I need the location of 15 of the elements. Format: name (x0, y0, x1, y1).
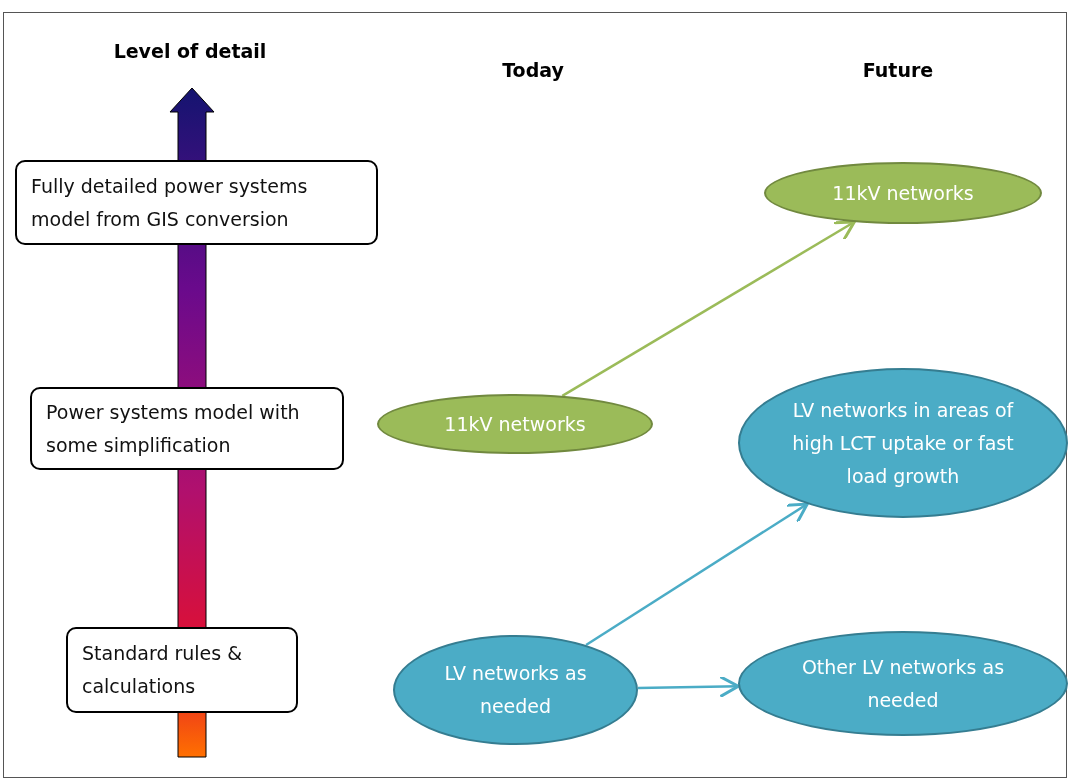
node-text: Power systems model with some simplification (46, 399, 301, 458)
node-text: LV networks in areas of high LCT uptake or fast load growth (791, 397, 1015, 489)
node-text: LV networks as needed (443, 661, 588, 719)
node-text: Other LV networks as needed (800, 654, 1006, 713)
node-text: Standard rules & calculations (82, 641, 244, 699)
model-box (15, 160, 378, 245)
arrow (585, 502, 809, 647)
node-text: Fully detailed power systems model from GIS conversion (31, 173, 309, 232)
model-box (66, 627, 298, 713)
axis-label: Level of detail (113, 40, 267, 62)
model-box (30, 387, 344, 470)
node-text: 11kV networks (444, 411, 586, 437)
column-heading: Today (502, 59, 564, 81)
node-text: 11kV networks (832, 180, 974, 206)
column-heading: Future (862, 59, 934, 81)
